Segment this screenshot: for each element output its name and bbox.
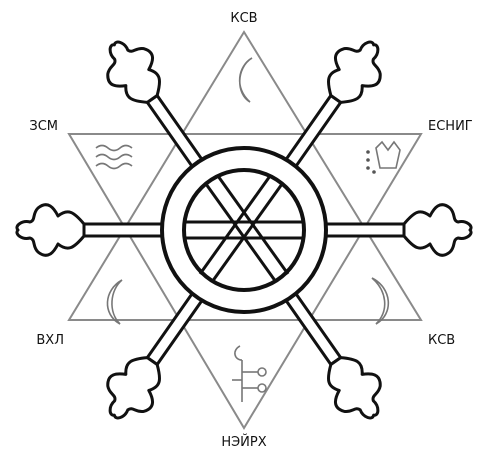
crescent-icon bbox=[107, 280, 122, 324]
central-wheel bbox=[162, 148, 326, 312]
label-lower-left: ВХЛ bbox=[36, 333, 64, 348]
label-lower-right: КСВ bbox=[428, 333, 455, 348]
label-top: КСВ bbox=[230, 11, 257, 26]
crescent-icon bbox=[372, 278, 388, 324]
water-waves-icon bbox=[96, 146, 132, 169]
label-upper-right: ЕСНИГ bbox=[428, 119, 473, 134]
label-bottom: НЭЙРХ bbox=[221, 434, 266, 450]
label-upper-left: ЗСМ bbox=[29, 119, 58, 134]
crown-dots-icon bbox=[366, 142, 400, 174]
branching-glyph-icon bbox=[232, 346, 266, 402]
crescent-icon bbox=[240, 58, 252, 102]
